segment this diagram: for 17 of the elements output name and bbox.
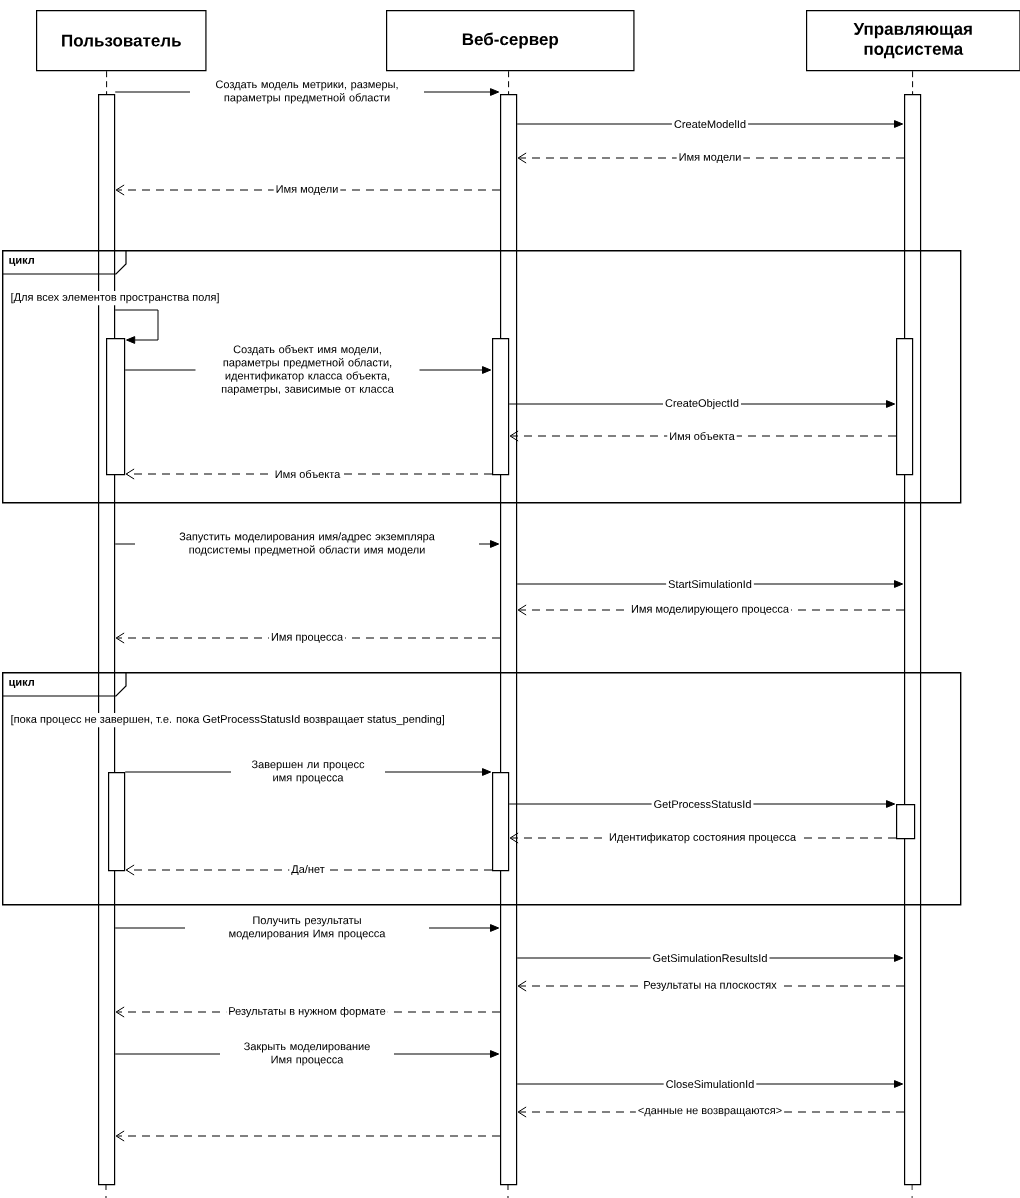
lifeline — [508, 70, 510, 95]
activation-bar — [108, 772, 126, 872]
lifeline-head: Веб-сервер — [386, 10, 635, 72]
lifeline-head: Управляющая подсистема — [806, 10, 1020, 72]
activation-bar — [492, 338, 510, 476]
activation-bar — [492, 772, 510, 872]
activation-bar — [904, 94, 922, 1186]
lifeline — [106, 70, 108, 95]
activation-bar — [896, 804, 916, 840]
return-arrow — [125, 864, 493, 876]
self-message-arrow — [114, 309, 159, 344]
activation-bar — [106, 338, 126, 476]
return-arrow — [115, 1130, 501, 1142]
lifeline-head: Пользователь — [36, 10, 207, 72]
activation-bar — [896, 338, 914, 476]
lifeline — [912, 70, 914, 95]
loop-frame — [1, 249, 962, 504]
